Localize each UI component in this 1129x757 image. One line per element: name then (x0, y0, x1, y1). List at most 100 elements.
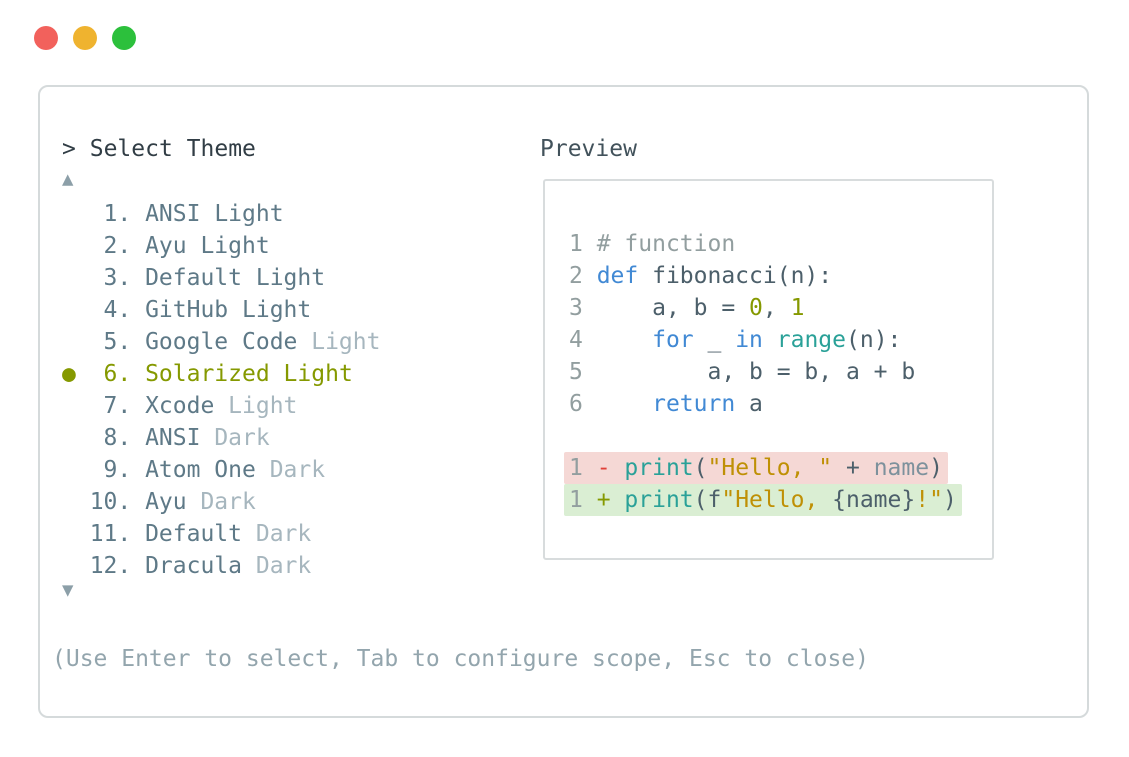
theme-item-variant: Light (297, 329, 381, 355)
theme-item-name: Ayu (131, 233, 187, 259)
token-str: "Hello, " (707, 455, 833, 481)
code-line-content: 4 for _ in range(n): (564, 324, 906, 356)
theme-item-solarized-light[interactable]: ● 6. Solarized Light (62, 358, 380, 390)
zoom-window-button[interactable] (112, 26, 136, 50)
theme-item-variant: Dark (200, 425, 270, 451)
code-line-3: 3 a, b = 0, 1 (569, 292, 962, 324)
keyboard-hint: (Use Enter to select, Tab to configure s… (52, 646, 869, 672)
theme-item-name: Ayu (131, 489, 187, 515)
theme-item-atom-one-dark[interactable]: 9. Atom One Dark (62, 454, 380, 486)
marker-spacer (62, 422, 90, 454)
theme-selector-panel: > Select Theme ▲ 1. ANSI Light 2. Ayu Li… (38, 85, 1089, 718)
token-plain: a (735, 391, 763, 417)
theme-item-number: 3. (103, 265, 132, 291)
line-number: 5 (569, 359, 597, 385)
preview-title: Preview (540, 136, 637, 162)
token-num: 1 (790, 295, 805, 321)
theme-item-name: Atom One (131, 457, 256, 483)
theme-item-ansi-dark[interactable]: 8. ANSI Dark (62, 422, 380, 454)
scroll-down-icon[interactable]: ▼ (62, 579, 74, 601)
theme-item-name: Default (131, 265, 242, 291)
diff-removed-line: 1 - print("Hello, " + name) (564, 452, 962, 484)
theme-item-google-code-light[interactable]: 5. Google Code Light (62, 326, 381, 358)
code-line-content: 1 # function (564, 228, 740, 260)
theme-item-variant: Light (269, 361, 353, 387)
theme-item-name: GitHub (131, 297, 229, 323)
theme-item-variant: Light (186, 233, 270, 259)
code-line-content: 1 - print("Hello, " + name) (564, 452, 948, 484)
token-plain: _ (693, 327, 736, 353)
theme-item-ansi-light[interactable]: 1. ANSI Light (62, 198, 380, 230)
marker-spacer (62, 294, 90, 326)
theme-item-default-dark[interactable]: 11. Default Dark (62, 518, 380, 550)
theme-item-number: 10. (89, 489, 132, 515)
selected-bullet-icon: ● (62, 361, 90, 387)
scroll-up-icon[interactable]: ▲ (62, 168, 74, 190)
select-theme-prompt: > Select Theme (62, 133, 256, 165)
code-line-1: 1 # function (569, 228, 962, 260)
token-plain: {name} (832, 487, 916, 513)
theme-item-number: 1. (103, 201, 132, 227)
theme-item-number: 6. (103, 361, 132, 387)
line-number: 1 (569, 455, 597, 481)
theme-item-ayu-light[interactable]: 2. Ayu Light (62, 230, 380, 262)
token-plain: (f (693, 487, 722, 513)
theme-item-number: 5. (103, 329, 132, 355)
prompt-title: Select Theme (89, 136, 256, 162)
theme-item-name: Solarized (131, 361, 270, 387)
theme-item-ayu-dark[interactable]: 10. Ayu Dark (62, 486, 380, 518)
token-num: 0 (749, 295, 763, 321)
code-blank-line (569, 420, 962, 452)
marker-spacer (62, 518, 90, 550)
token-kw: in (735, 327, 763, 353)
code-line-6: 6 return a (569, 388, 962, 420)
token-str: "Hello, (721, 487, 833, 513)
prompt-caret-icon: > (62, 136, 76, 162)
theme-item-name: Default (131, 521, 242, 547)
theme-item-name: ANSI (131, 425, 201, 451)
theme-item-default-light[interactable]: 3. Default Light (62, 262, 380, 294)
code-line-content: 5 a, b = b, a + b (564, 356, 920, 388)
theme-item-number: 11. (89, 521, 132, 547)
code-line-content: 1 + print(f"Hello, {name}!") (564, 484, 962, 516)
theme-item-number: 9. (103, 457, 132, 483)
token-plain: a, b = b, a + b (596, 359, 916, 385)
token-fn: print (624, 455, 694, 481)
token-plain: ) (929, 455, 943, 481)
theme-item-github-light[interactable]: 4. GitHub Light (62, 294, 380, 326)
token-str: !" (915, 487, 943, 513)
theme-item-dracula-dark[interactable]: 12. Dracula Dark (62, 550, 380, 582)
code-line-4: 4 for _ in range(n): (569, 324, 962, 356)
code-line-5: 5 a, b = b, a + b (569, 356, 962, 388)
code-line-2: 2 def fibonacci(n): (569, 260, 962, 292)
marker-spacer (62, 326, 90, 358)
token-plain: fibonacci(n): (638, 263, 833, 289)
token-var: name (873, 455, 930, 481)
line-number: 3 (569, 295, 597, 321)
line-number: 1 (569, 487, 597, 513)
theme-item-name: Xcode (131, 393, 215, 419)
code-line-content: 6 return a (564, 388, 768, 420)
theme-item-variant: Dark (242, 553, 312, 579)
token-plain: ( (693, 455, 708, 481)
token-fn: range (776, 327, 846, 353)
theme-item-number: 7. (103, 393, 132, 419)
token-del: - (596, 455, 625, 481)
code-line-content: 3 a, b = 0, 1 (564, 292, 809, 324)
code-line-content: 2 def fibonacci(n): (564, 260, 837, 292)
marker-spacer (62, 486, 90, 518)
token-add: + (596, 487, 625, 513)
theme-item-xcode-light[interactable]: 7. Xcode Light (62, 390, 380, 422)
token-plain (763, 327, 777, 353)
marker-spacer (62, 198, 90, 230)
token-plain (597, 327, 652, 353)
token-plain: a, b = (596, 295, 750, 321)
minimize-window-button[interactable] (73, 26, 97, 50)
theme-item-variant: Dark (242, 521, 312, 547)
close-window-button[interactable] (34, 26, 58, 50)
theme-item-variant: Light (242, 265, 326, 291)
token-plain: ) (942, 487, 957, 513)
theme-item-number: 8. (103, 425, 132, 451)
